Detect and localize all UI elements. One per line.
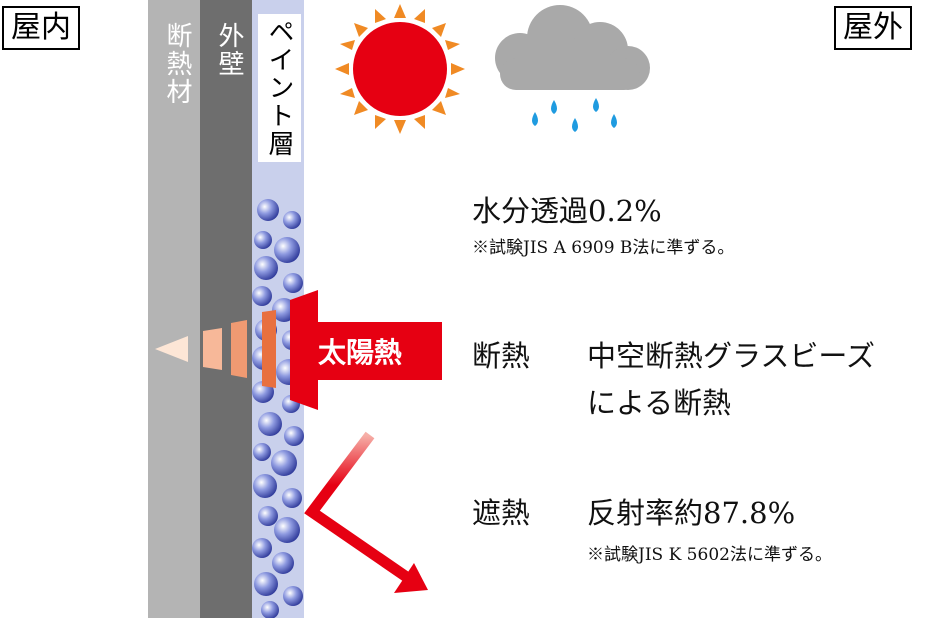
moisture-note: ※試験JIS A 6909 B法に準ずる。 xyxy=(472,238,735,258)
insulation-title: 断熱 xyxy=(472,339,531,373)
sun-icon xyxy=(335,4,465,134)
solar-heat-label: 太陽熱 xyxy=(318,336,403,369)
paint-layer-label: ペイント層 xyxy=(258,14,301,162)
shield-note: ※試験JIS K 5602法に準ずる。 xyxy=(587,545,832,565)
outer-wall-layer xyxy=(200,0,252,618)
insulation-desc-1: 中空断熱グラスビーズ xyxy=(587,339,875,373)
heat-arrow-icon xyxy=(290,290,442,410)
reflection-arrow-icon xyxy=(304,431,428,593)
shield-title: 遮熱 xyxy=(472,496,531,530)
glass-beads xyxy=(252,199,304,618)
rain-cloud-icon xyxy=(495,5,650,132)
indoor-label: 屋内 xyxy=(2,6,80,50)
insulation-layer xyxy=(148,0,200,618)
outer-wall-label: 外壁 xyxy=(214,22,244,78)
insulation-label: 断熱材 xyxy=(162,22,192,106)
insulation-desc-2: による断熱 xyxy=(587,386,732,420)
heat-penetration-arrow xyxy=(155,310,276,388)
shield-desc: 反射率約87.8% xyxy=(587,496,796,530)
moisture-heading: 水分透過0.2% xyxy=(472,194,662,228)
outdoor-label: 屋外 xyxy=(834,6,912,50)
